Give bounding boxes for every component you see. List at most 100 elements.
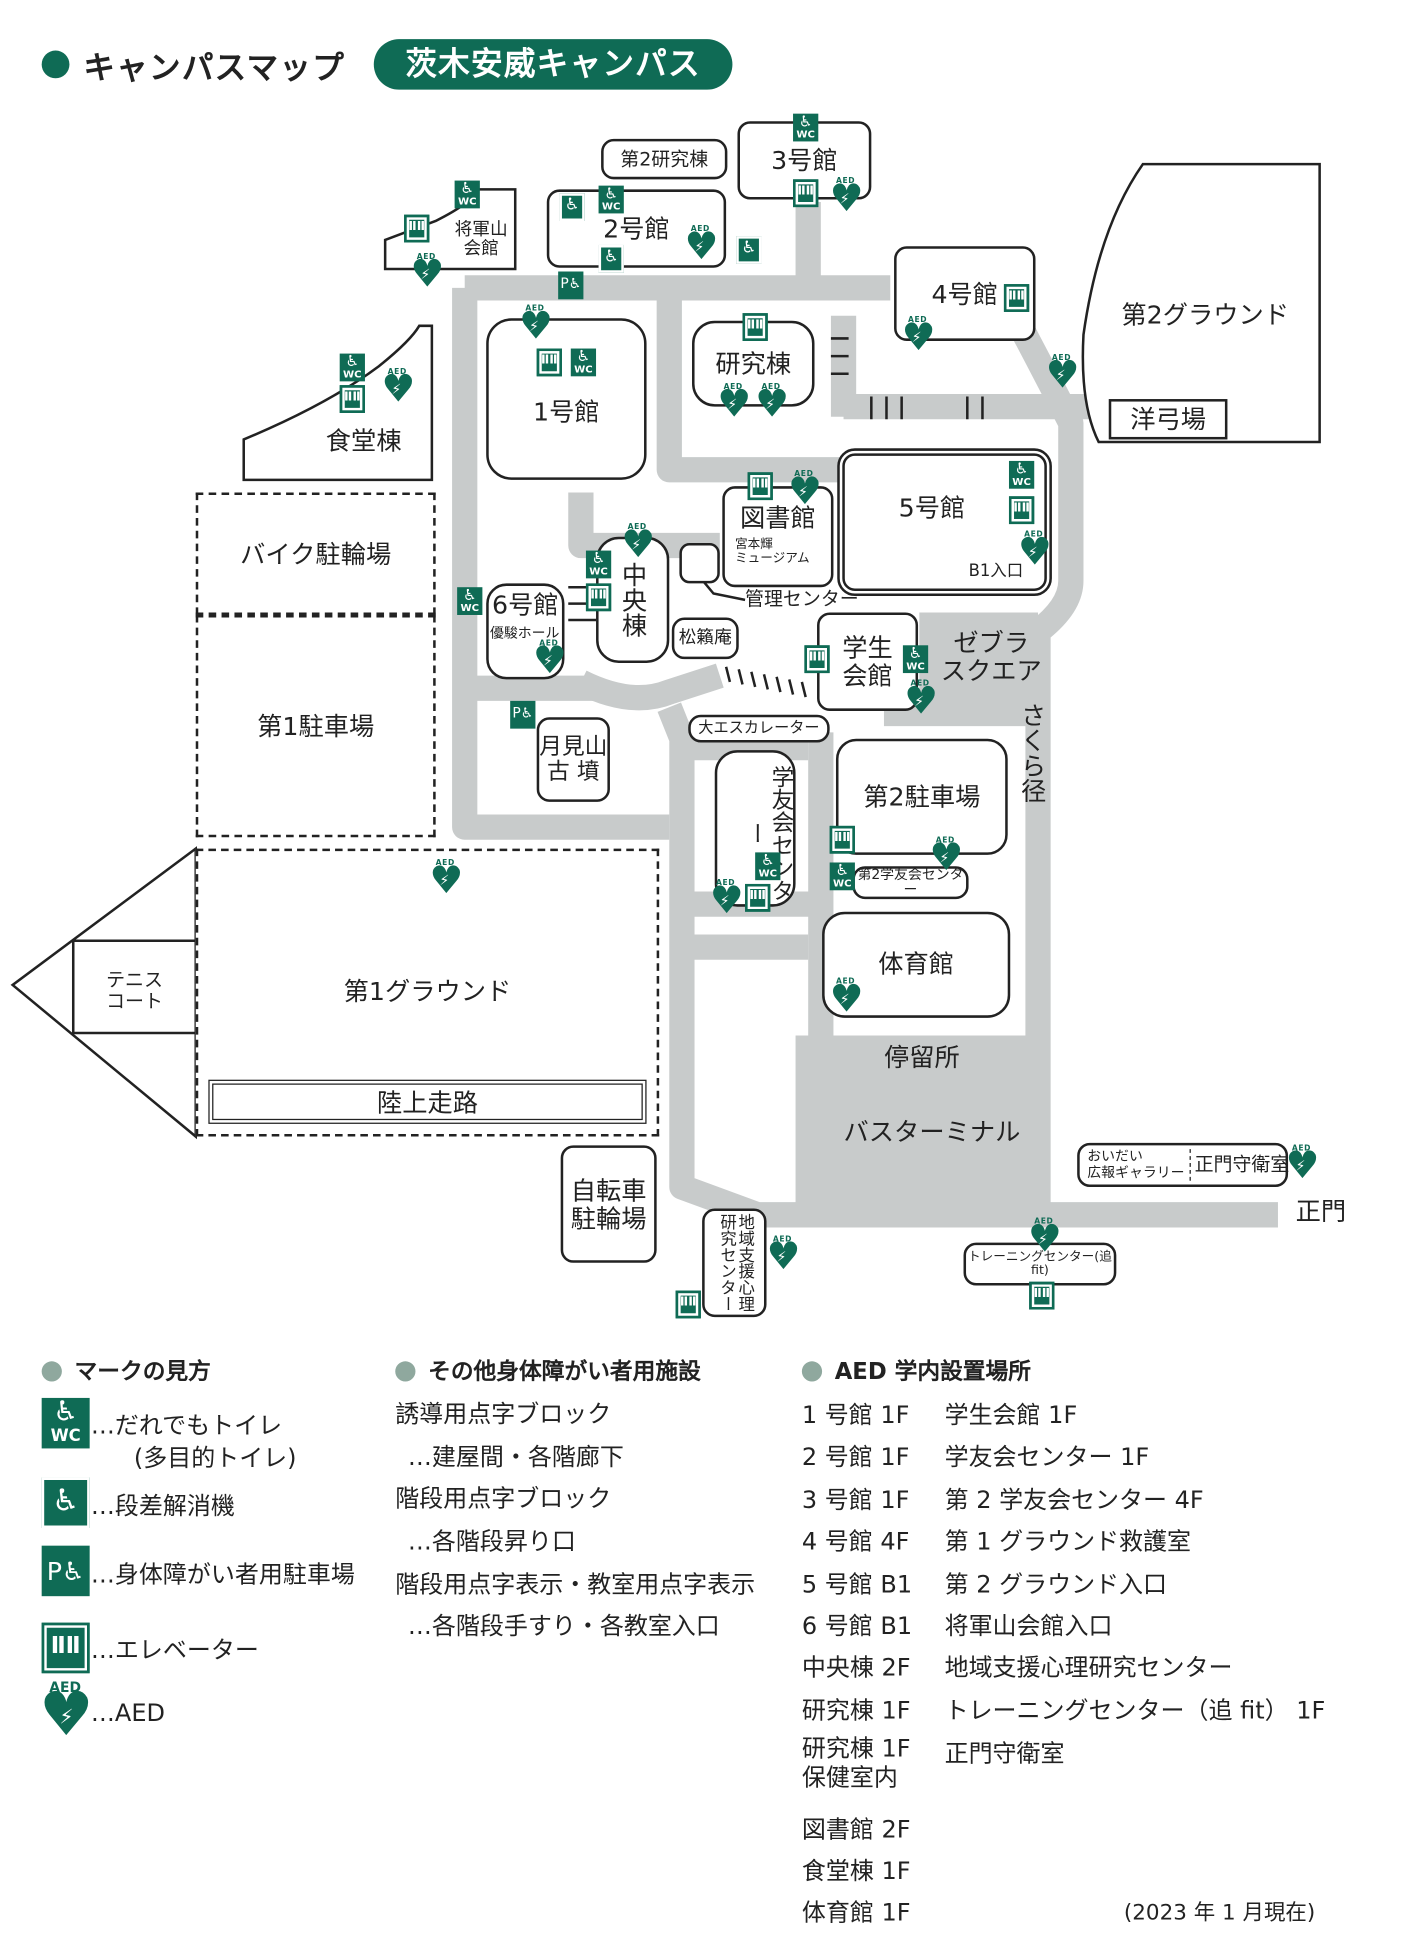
- aed-location: 第 1 グラウンド救護室: [944, 1527, 1192, 1556]
- campus-map: [10, 162, 1321, 1228]
- accessible-parking-icon: [558, 271, 584, 300]
- aed-icon: ⚡: [904, 679, 938, 719]
- cafeteria-label[interactable]: 食堂棟: [325, 425, 402, 456]
- building-research2[interactable]: 第2研究棟: [601, 138, 728, 180]
- admin-center-building[interactable]: [679, 543, 720, 584]
- aed-location: 第 2 学友会センター 4F: [944, 1486, 1204, 1515]
- tsukimiyama-tumulus[interactable]: 月見山 古 墳: [536, 717, 610, 802]
- campus-name-badge: 茨木安威キャンパス: [373, 39, 733, 90]
- aed-location: 地域支援心理研究センター: [944, 1654, 1233, 1683]
- wc-icon: [902, 645, 929, 674]
- shoraian[interactable]: 松籟庵: [671, 617, 739, 660]
- bicycle-parking[interactable]: 自転車 駐輪場: [560, 1145, 657, 1263]
- aed-location: 中央棟 2F: [801, 1654, 911, 1683]
- tennis-court-label[interactable]: テニス コート: [106, 968, 163, 1013]
- wc-icon: [829, 862, 855, 891]
- aed-icon: ⚡: [39, 1680, 93, 1743]
- wc-icon: [339, 353, 365, 382]
- bus-stop-label: 停留所: [883, 1041, 960, 1073]
- aed-icon: ⚡: [710, 879, 744, 919]
- aed-location: 学生会館 1F: [944, 1401, 1078, 1430]
- elevator-icon: [745, 883, 771, 912]
- page-title: キャンパスマップ: [83, 49, 346, 86]
- aed-icon: ⚡: [830, 177, 864, 217]
- bus-terminal-label: バスターミナル: [843, 1116, 1021, 1147]
- archery-range[interactable]: 洋弓場: [1108, 399, 1228, 440]
- title-bullet: [41, 50, 70, 79]
- aed-location: 研究棟 1F 保健室内: [801, 1735, 911, 1792]
- aed-icon: ⚡: [755, 383, 789, 423]
- elevator-icon: [1029, 1281, 1055, 1310]
- accessible-parking-icon: [510, 700, 536, 729]
- legend-elevator-label: …エレベーター: [90, 1636, 259, 1665]
- aed-icon: ⚡: [717, 383, 751, 423]
- admin-center-leader: [699, 577, 746, 602]
- aed-icon: ⚡: [519, 304, 553, 344]
- parking-1[interactable]: 第1駐車場: [195, 614, 436, 838]
- running-track[interactable]: 陸上走路: [208, 1079, 647, 1124]
- stairs: [568, 337, 984, 698]
- wc-icon: [41, 1397, 90, 1449]
- cafeteria-outline: [242, 324, 434, 482]
- psych-support-center[interactable]: 地域支援心理 研究センター: [702, 1208, 767, 1318]
- legend-marks-title: マークの見方: [74, 1358, 211, 1386]
- gallery-guard-building[interactable]: おいだい 広報ギャラリー 正門守衛室: [1077, 1142, 1290, 1188]
- legend-aed-title: AED 学内設置場所: [834, 1358, 1031, 1386]
- legend-facilities-heading: その他身体障がい者用施設: [395, 1354, 701, 1387]
- bike-parking[interactable]: バイク駐輪場: [195, 492, 436, 615]
- wc-icon: [598, 185, 624, 214]
- bullet-icon: [41, 1361, 62, 1382]
- elevator-icon: [404, 214, 430, 243]
- legend-wc-sublabel: (多目的トイレ): [133, 1444, 297, 1473]
- legend-parking-label: …身体障がい者用駐車場: [90, 1560, 355, 1589]
- aed-icon: ⚡: [410, 253, 444, 293]
- guard-room-label: 正門守衛室: [1194, 1153, 1290, 1176]
- sakura-path-label: さくら径: [1016, 702, 1047, 804]
- aed-icon: ⚡: [533, 639, 567, 679]
- step-lift-icon: [41, 1477, 90, 1528]
- legend-aed-heading: AED 学内設置場所: [801, 1354, 1031, 1387]
- main-gate-label: 正門: [1295, 1195, 1347, 1227]
- building-shogunyama-label[interactable]: 将軍山 会館: [454, 219, 508, 260]
- elevator-icon: [804, 645, 830, 674]
- facility-line: 階段用点字表示・教室用点字表示: [395, 1570, 756, 1599]
- student-hall[interactable]: 学生 会館: [817, 612, 919, 711]
- elevator-icon: [536, 348, 562, 377]
- aed-location: 研究棟 1F: [801, 1697, 911, 1725]
- aed-location: 正門守衛室: [944, 1740, 1065, 1768]
- yushun-hall-label: 優駿ホール: [489, 625, 560, 642]
- elevator-icon: [747, 472, 773, 501]
- elevator-icon: [742, 313, 768, 341]
- aed-icon: ⚡: [381, 367, 415, 407]
- bullet-icon: [395, 1361, 416, 1382]
- ground2-label[interactable]: 第2グラウンド: [1121, 299, 1289, 330]
- wc-icon: [1008, 460, 1035, 489]
- aed-location: 3 号館 1F: [801, 1486, 910, 1515]
- elevator-icon: [829, 825, 855, 854]
- big-escalator[interactable]: 大エスカレーター: [688, 714, 830, 743]
- accessible-parking-icon: [41, 1545, 90, 1597]
- aed-location: 6 号館 B1: [801, 1612, 913, 1641]
- elevator-icon: [1003, 284, 1030, 312]
- step-lift-icon: [598, 244, 624, 273]
- parking-2[interactable]: 第2駐車場: [835, 738, 1008, 855]
- legend-aed-label: …AED: [90, 1699, 165, 1728]
- aed-location: 体育館 1F: [801, 1899, 911, 1928]
- legend-facilities-title: その他身体障がい者用施設: [428, 1358, 701, 1386]
- building-6[interactable]: 6号館: [486, 583, 565, 680]
- zebra-square-label: ゼブラ スクエア: [940, 627, 1042, 686]
- building-1[interactable]: 1号館: [486, 318, 647, 480]
- library[interactable]: 図書館: [722, 486, 834, 588]
- facility-line: …建屋間・各階廊下: [407, 1443, 624, 1472]
- aed-icon: ⚡: [1286, 1144, 1320, 1184]
- aed-location: 5 号館 B1: [801, 1570, 913, 1599]
- aed-icon: ⚡: [684, 225, 718, 265]
- elevator-icon: [339, 385, 365, 413]
- aed-location: 学友会センター 1F: [944, 1443, 1150, 1472]
- admin-center-label: 管理センター: [745, 587, 859, 610]
- aed-icon: ⚡: [429, 859, 463, 899]
- aed-icon: ⚡: [1046, 354, 1080, 394]
- step-lift-icon: [736, 236, 762, 264]
- wc-icon: [585, 550, 612, 579]
